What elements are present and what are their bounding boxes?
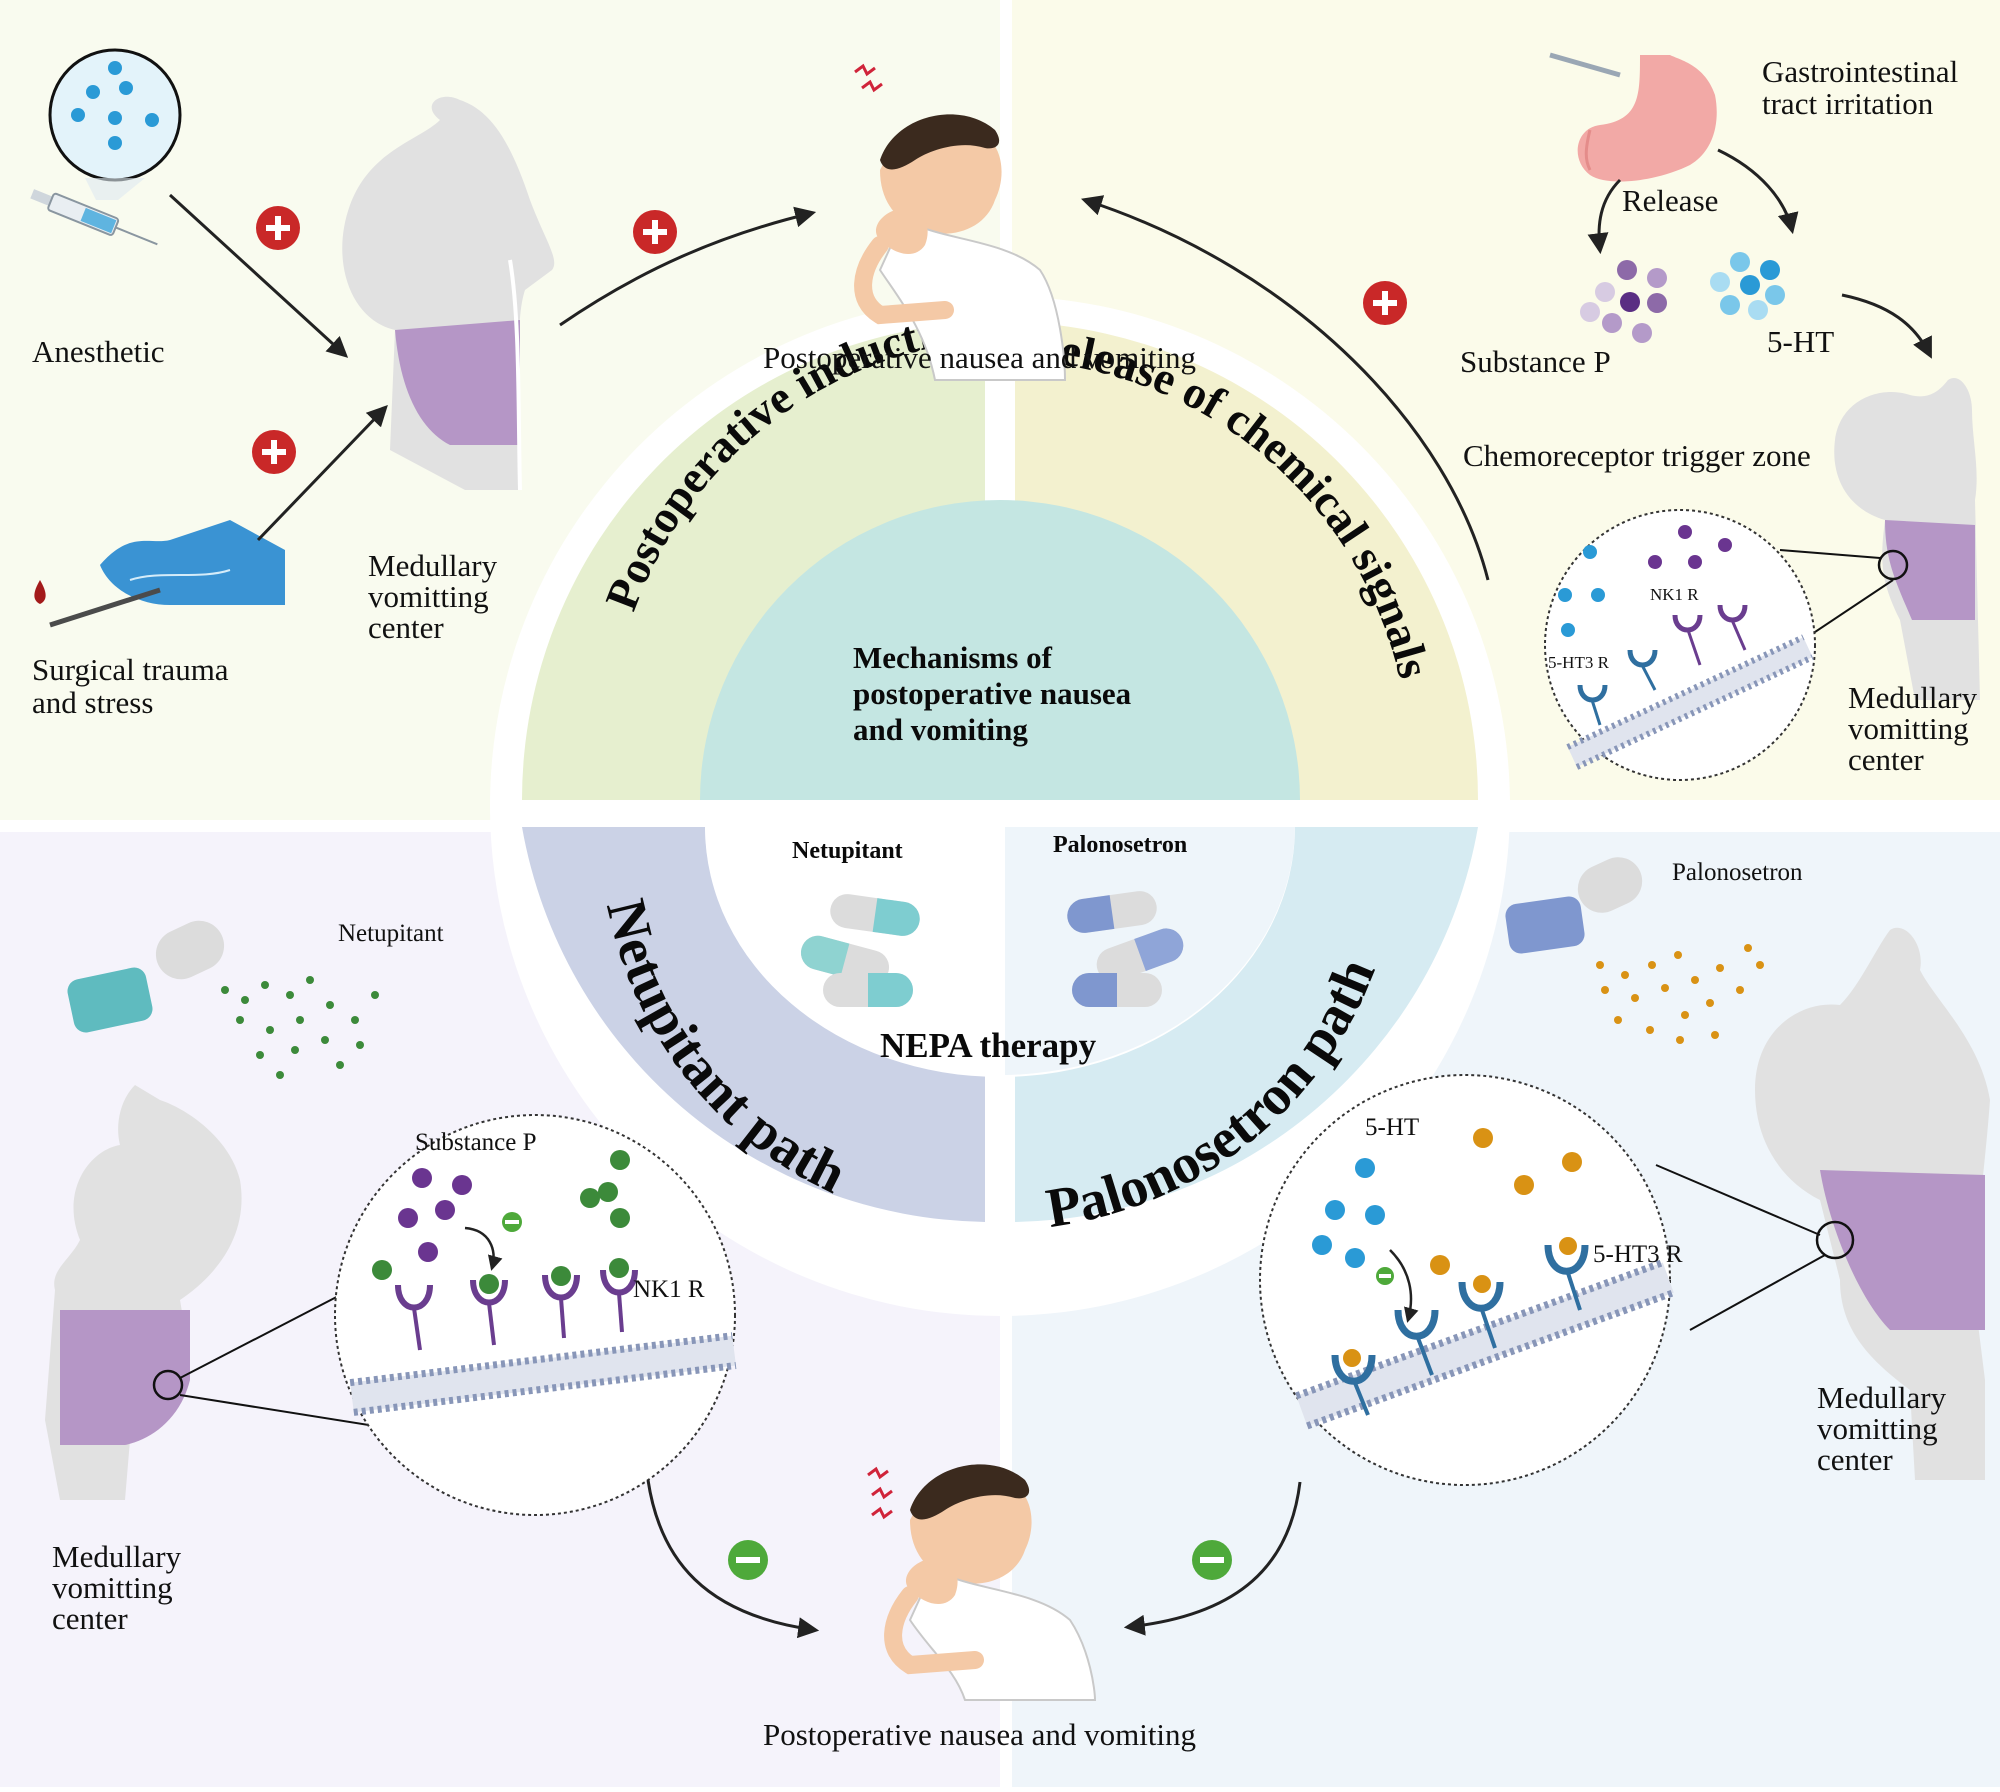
palonosetron-capsules: [1067, 891, 1184, 1007]
medullary-center-label-q2-1: Medullary: [1848, 680, 1978, 715]
substance-p-label-q3: Substance P: [415, 1129, 537, 1156]
arrow-palonosetron-to-ponv: [1123, 1481, 1302, 1636]
stomach-icon: [1549, 52, 1717, 182]
anesthetic-label: Anesthetic: [32, 334, 165, 369]
ctz-receptor-zoom: [1544, 509, 1816, 781]
anesthetic-vial-magnifier: [48, 48, 182, 200]
palonosetron-drug-label-q4: Palonosetron: [1672, 859, 1803, 886]
arrow-ctz-to-ponv: [1081, 195, 1490, 581]
netupitant-capsules: [800, 894, 920, 1007]
syringe-icon: [30, 189, 158, 246]
arrow-release-left: [1587, 178, 1622, 255]
brainstem-illustration-q2: [1834, 378, 1980, 700]
arrow-release-right: [1717, 148, 1799, 235]
surgical-trauma-label-2: and stress: [32, 685, 153, 720]
minus-icon-palonosetron: [1192, 1540, 1232, 1580]
receptor-zoom-origin-q3: [152, 1369, 184, 1401]
plus-icon-medulla: [633, 210, 677, 254]
medullary-center-label-q2-3: center: [1848, 742, 1924, 777]
substance-p-molecules-q2: [1580, 260, 1667, 343]
medullary-center-label-q3-1: Medullary: [52, 1539, 182, 1574]
medullary-center-label-q2-2: vomitting: [1848, 711, 1969, 746]
netupitant-capsule-open: [67, 920, 379, 1079]
ring-segment-palonosetron: [1015, 827, 1478, 1222]
ponv-label-bottom: Postoperative nausea and vomiting: [763, 1717, 1196, 1752]
center-drug-palonosetron: Palonosetron: [1053, 832, 1187, 858]
ring-segment-induction: [521, 322, 985, 800]
ring-segment-netupitant: [522, 827, 985, 1222]
center-title-line-2: postoperative nausea: [853, 676, 1132, 711]
nauseous-person-bottom: [867, 1464, 1097, 1701]
nk1-receptor-zoom: [334, 1114, 737, 1516]
ring-segment-release: [1015, 322, 1479, 800]
ctz-zoom-origin-q2: [1877, 549, 1909, 581]
medullary-center-label-q1-1: Medullary: [368, 548, 498, 583]
serotonin-label-q2: 5-HT: [1767, 324, 1834, 359]
release-label: Release: [1622, 183, 1718, 218]
ponv-label-top: Postoperative nausea and vomiting: [763, 340, 1196, 375]
gi-irritation-label-2: tract irritation: [1762, 86, 1934, 121]
medullary-center-label-q4-1: Medullary: [1817, 1380, 1947, 1415]
nk1r-label-q3: NK1 R: [633, 1276, 705, 1303]
gi-irritation-label-1: Gastrointestinal: [1762, 54, 1958, 89]
medullary-center-label-q3-2: vomitting: [52, 1570, 173, 1605]
medullary-center-label-q3-3: center: [52, 1601, 128, 1636]
ht3r-label-q4: 5-HT3 R: [1593, 1241, 1683, 1268]
palonosetron-capsule-open: [1505, 857, 1764, 1044]
plus-icon-trauma: [252, 430, 296, 474]
arrow-anesthetic-to-medulla: [168, 193, 349, 358]
center-title-line-3: and vomiting: [853, 712, 1028, 747]
brainstem-illustration-q1: [342, 96, 555, 491]
brainstem-illustration-q4: [1755, 927, 1990, 1480]
arrow-5ht-to-ctz: [1841, 293, 1932, 359]
ht3r-label-q2: 5-HT3 R: [1548, 653, 1610, 672]
ctz-label: Chemoreceptor trigger zone: [1463, 438, 1811, 473]
plus-icon-chemical: [1363, 281, 1407, 325]
medullary-center-label-q1-2: vomitting: [368, 579, 489, 614]
plus-icon-anesthetic: [256, 206, 300, 250]
medullary-center-label-q4-2: vomitting: [1817, 1411, 1938, 1446]
arrow-netupitant-to-ponv: [646, 1479, 820, 1639]
receptor-zoom-origin-q4: [1815, 1220, 1855, 1260]
nepa-therapy-label: NEPA therapy: [880, 1026, 1097, 1065]
center-semicircle: [700, 500, 1300, 800]
scalpel-glove-icon: [34, 520, 285, 628]
arrow-medulla-to-ponv: [559, 206, 817, 327]
arrow-trauma-to-medulla: [256, 404, 388, 542]
nk1r-label-q2: NK1 R: [1650, 585, 1699, 604]
center-drug-netupitant: Netupitant: [792, 838, 903, 864]
surgical-trauma-label-1: Surgical trauma: [32, 652, 229, 687]
center-title-line-1: Mechanisms of: [853, 640, 1053, 675]
serotonin-label-q4: 5-HT: [1365, 1114, 1419, 1141]
medullary-center-label-q1-3: center: [368, 610, 444, 645]
serotonin-molecules-q2: [1710, 252, 1785, 320]
ht3-receptor-zoom: [1259, 1074, 1675, 1486]
minus-icon-netupitant: [728, 1540, 768, 1580]
substance-p-label-q2: Substance P: [1460, 344, 1611, 379]
medullary-center-label-q4-3: center: [1817, 1442, 1893, 1477]
netupitant-drug-label-q3: Netupitant: [338, 920, 444, 947]
nauseous-person-top: [854, 63, 1067, 381]
brainstem-illustration-q3: [45, 1085, 242, 1500]
